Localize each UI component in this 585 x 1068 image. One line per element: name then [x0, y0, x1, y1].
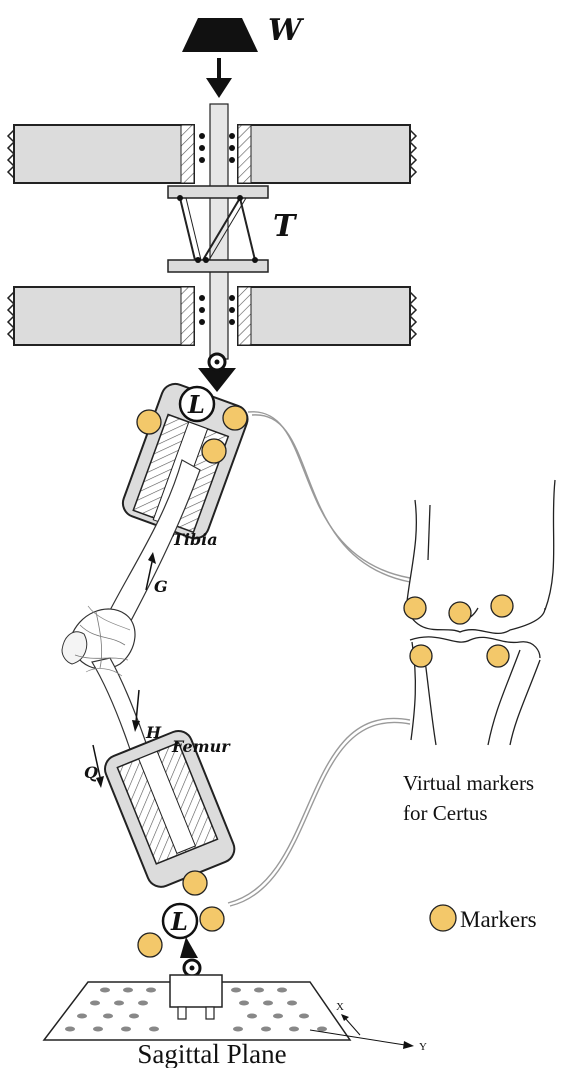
- virtual-knee-schematic: [406, 480, 555, 745]
- connector-curves: [228, 412, 410, 906]
- label-virtual-markers-line2: for Certus: [403, 801, 488, 825]
- label-table-t: T: [273, 209, 298, 244]
- caption-sagittal-plane: Sagittal Plane: [137, 1039, 286, 1068]
- legend-label-markers: Markers: [460, 907, 537, 932]
- legend: Markers: [430, 905, 537, 932]
- label-axis-x: X: [336, 1001, 344, 1013]
- label-load-cell-bottom: L: [170, 907, 188, 936]
- marker-dot-icon: [430, 905, 456, 931]
- label-axis-y: Y: [419, 1041, 427, 1053]
- load-arrow: [206, 58, 232, 98]
- label-femur: Femur: [171, 737, 231, 756]
- label-force-q: Q: [84, 763, 98, 782]
- base-plate: [44, 975, 350, 1040]
- upper-joint: [198, 354, 236, 392]
- label-load-w: W: [268, 13, 305, 48]
- label-virtual-markers-line1: Virtual markers: [403, 771, 534, 795]
- weight-icon: [182, 18, 258, 52]
- label-load-cell-top: L: [187, 390, 205, 419]
- label-force-h: H: [145, 723, 162, 742]
- label-force-g: G: [154, 577, 168, 596]
- label-tibia: Tibia: [172, 530, 218, 549]
- lower-joint: [180, 937, 200, 976]
